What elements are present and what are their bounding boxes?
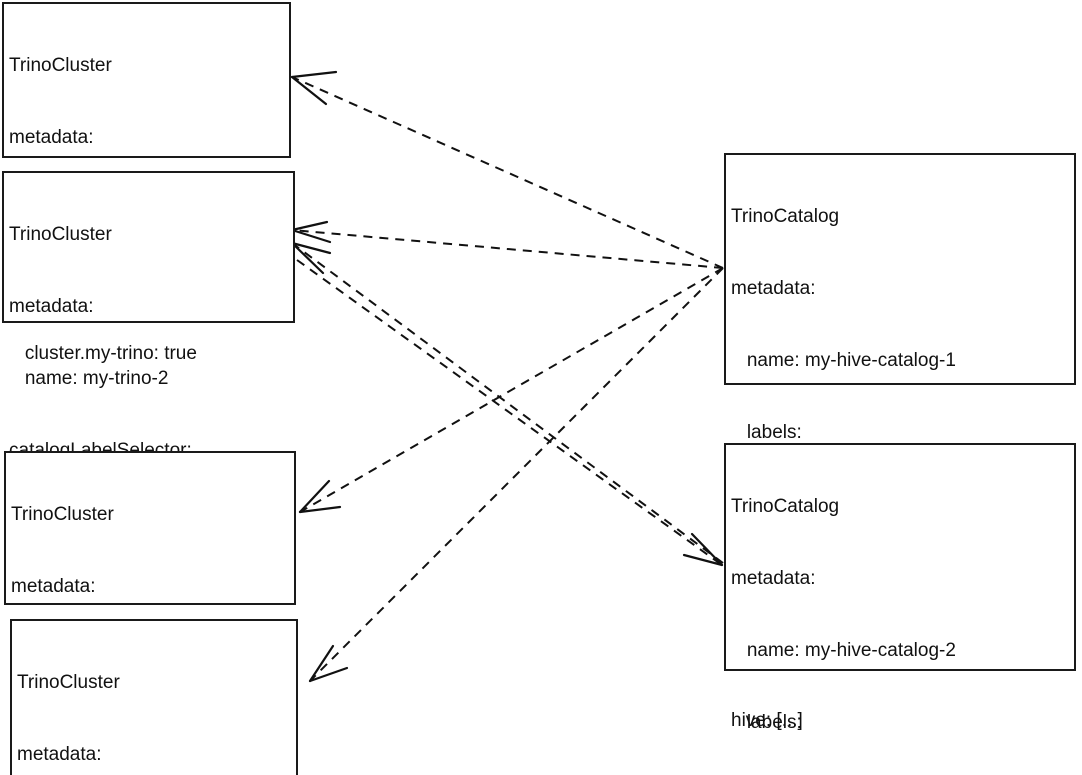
node-line: name: my-hive-catalog-1: [731, 350, 956, 371]
node-trinocluster-my-trino-2[interactable]: TrinoCluster metadata: name: my-trino-2 …: [2, 171, 295, 533]
node-line: name: my-trino-2: [9, 368, 169, 389]
node-trinocatalog-my-hive-catalog-1[interactable]: TrinoCatalog metadata: name: my-hive-cat…: [724, 153, 1076, 731]
node-line: TrinoCluster: [9, 55, 112, 76]
edge-catalog1-to-my-trino: [290, 70, 724, 269]
edge-my-trino-2-to-catalog2: [296, 259, 724, 567]
node-line: labels:: [731, 422, 802, 443]
edge-catalog1-to-my-trino-2: [290, 220, 724, 269]
node-body-text: TrinoCluster metadata: name: my-trino-gr…: [17, 623, 214, 775]
node-line: metadata:: [9, 296, 94, 317]
node-line: TrinoCatalog: [731, 496, 840, 517]
node-line: TrinoCatalog: [731, 206, 840, 227]
node-line: metadata:: [11, 576, 96, 597]
edge-catalog1-to-my-trino-green: [308, 267, 724, 683]
node-line: metadata:: [731, 278, 816, 299]
node-line: metadata:: [17, 744, 102, 765]
node-line: labels:: [731, 712, 802, 733]
node-trinocatalog-my-hive-catalog-2[interactable]: TrinoCatalog metadata: name: my-hive-cat…: [724, 443, 1076, 733]
node-body-text: TrinoCatalog metadata: name: my-hive-cat…: [731, 447, 956, 775]
node-trinocluster-my-trino[interactable]: TrinoCluster metadata: name: my-trino ca…: [2, 2, 291, 364]
node-line: TrinoCluster: [9, 224, 112, 245]
node-line: name: my-hive-catalog-2: [731, 640, 956, 661]
edge-catalog1-to-my-trino-blue: [298, 267, 724, 514]
node-line: cluster.my-trino: true: [9, 343, 197, 364]
node-trinocluster-my-trino-blue[interactable]: TrinoCluster metadata: name: my-trino-bl…: [4, 451, 296, 741]
node-line: hive: [...]: [731, 710, 803, 731]
node-line: TrinoCluster: [11, 504, 114, 525]
edge-catalog2-to-my-trino-2: [290, 241, 724, 564]
node-line: metadata:: [9, 127, 94, 148]
node-line: TrinoCluster: [17, 672, 120, 693]
node-trinocluster-my-trino-green[interactable]: TrinoCluster metadata: name: my-trino-gr…: [10, 619, 298, 775]
node-line: metadata:: [731, 568, 816, 589]
